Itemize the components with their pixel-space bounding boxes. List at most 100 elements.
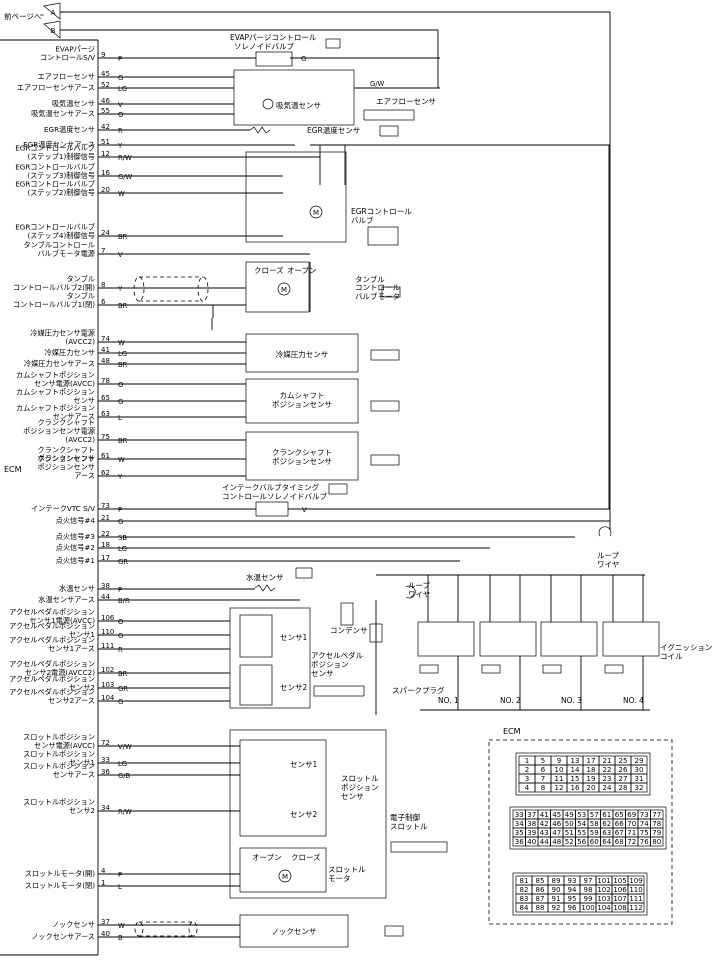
signal-label: センサ1電源(AVCC) xyxy=(29,616,95,625)
prev-page-link[interactable]: 前ページへ A B xyxy=(4,2,610,39)
pin-number: 69 xyxy=(627,811,636,819)
pin-number: 84 xyxy=(520,904,529,912)
signal-label: 冷媒圧力センサ xyxy=(45,348,95,357)
signal-label: アクセルペダルポジション xyxy=(9,636,95,645)
svg-text:B: B xyxy=(51,27,56,35)
pin-number: 78 xyxy=(652,820,661,828)
pin-number: 53 xyxy=(577,811,586,819)
pin-number: 103 xyxy=(597,895,610,903)
signal-label: EGR温度センサアース xyxy=(23,140,95,149)
knock-name: ノックセンサ xyxy=(272,927,317,936)
pin-number: 25 xyxy=(619,757,628,765)
pin-number: 8 xyxy=(541,784,545,792)
tumble-name-2: コントロール xyxy=(355,283,400,292)
loop-wire-upper: ループ ワイヤ xyxy=(597,12,620,569)
pin-number: 6 xyxy=(541,766,546,774)
ign-coil-2: NO. 2 xyxy=(479,575,537,710)
crank-name-1: クランクシャフト xyxy=(272,448,332,457)
signal-label: 点火信号#2 xyxy=(56,543,95,552)
pin-number: 62 xyxy=(602,820,611,828)
signal-label: センサ1 xyxy=(69,758,95,767)
pin-number: 88 xyxy=(536,904,545,912)
ecm-pin: 61 xyxy=(101,452,110,460)
pin-number: 59 xyxy=(590,829,599,837)
signal-label: センサ2 xyxy=(69,683,95,692)
pin-number: 109 xyxy=(629,877,642,885)
signal-label: タンブル xyxy=(66,275,95,284)
pin-number: 100 xyxy=(581,904,594,912)
pin-number: 75 xyxy=(640,829,649,837)
pin-number: 43 xyxy=(540,829,549,837)
ecm-pin: 20 xyxy=(101,186,110,194)
intake-vtc-valve: インテークバルブタイミング コントロールソレノイドバルブ V xyxy=(222,482,610,517)
svg-text:M: M xyxy=(313,209,319,217)
air-flow-sensor: 吸気温センサ エアフローセンサ G/W xyxy=(233,69,440,126)
ecm-pin: 52 xyxy=(101,81,110,89)
ecm-pin: 4 xyxy=(101,867,106,875)
pin-number: 34 xyxy=(515,820,524,828)
pin-number: 97 xyxy=(584,877,593,885)
signal-label: 点火信号#1 xyxy=(56,556,95,565)
ecm-pin: 106 xyxy=(101,614,115,622)
coil-number: NO. 2 xyxy=(500,696,521,705)
wire-color: BR xyxy=(118,233,128,241)
pin-number: 67 xyxy=(615,829,624,837)
tumble-close: クローズ xyxy=(254,265,284,275)
throttle-name-1: 電子制御 xyxy=(390,812,420,822)
pin-number: 60 xyxy=(590,838,599,846)
pin-number: 65 xyxy=(615,811,624,819)
signal-label: 点火信号#4 xyxy=(56,516,96,525)
pin-number: 110 xyxy=(629,886,642,894)
pin-number: 104 xyxy=(597,904,611,912)
signal-label: ノックセンサ xyxy=(52,920,95,929)
signal-label: 冷媒圧力センサ電源 xyxy=(30,329,95,338)
pin-number: 76 xyxy=(640,838,649,846)
pin-number: 94 xyxy=(568,886,577,894)
coil-number: NO. 1 xyxy=(438,696,459,705)
ign-coil-name-2: コイル xyxy=(660,652,683,661)
pin-number: 15 xyxy=(571,775,580,783)
pin-number: 82 xyxy=(520,886,529,894)
wire-color: LG xyxy=(118,545,127,553)
ecm-pin: 73 xyxy=(101,502,110,510)
wire-color: P xyxy=(118,55,122,63)
signal-label: センサ xyxy=(73,396,95,405)
signal-label: クランクシャフト xyxy=(37,454,95,463)
signal-label: アクセルペダルポジション xyxy=(9,675,95,684)
signal-label: EGRコントロールバルブ xyxy=(15,144,95,153)
ecm-pin: 34 xyxy=(101,804,110,812)
signal-label: (ステップ3)制御信号 xyxy=(27,171,95,180)
ecm-pin: 75 xyxy=(101,433,110,441)
signal-label: センサ2電源(AVCC2) xyxy=(25,668,95,677)
pin-number: 112 xyxy=(629,904,642,912)
app-name-2: ポジション xyxy=(311,660,349,669)
signal-label: ノックセンサアース xyxy=(31,932,95,941)
app-name-3: センサ xyxy=(311,669,334,678)
wire-color: GR xyxy=(118,558,128,566)
tumble-name-3: バルブモータ xyxy=(355,291,400,301)
pin-number: 12 xyxy=(555,784,564,792)
pin-number: 27 xyxy=(619,775,628,783)
tps-name-2: ポジション xyxy=(341,783,379,792)
ecm-pin: 110 xyxy=(101,628,114,636)
signal-label: カムシャフトポジション xyxy=(16,388,95,397)
signal-label: スロットルモータ(閉) xyxy=(25,881,95,890)
signal-label: アクセルペダルポジション xyxy=(9,622,95,631)
pin-number: 58 xyxy=(590,820,599,828)
water-temp-sensor: 水温センサ xyxy=(246,567,313,592)
pin-number: 41 xyxy=(540,811,549,819)
pin-number: 52 xyxy=(565,838,574,846)
camshaft-position-sensor: カムシャフト ポジションセンサ xyxy=(245,378,400,424)
spark-plug-name: スパークプラグ xyxy=(392,685,445,695)
ign-coil-1: NO. 1 xyxy=(417,575,475,710)
